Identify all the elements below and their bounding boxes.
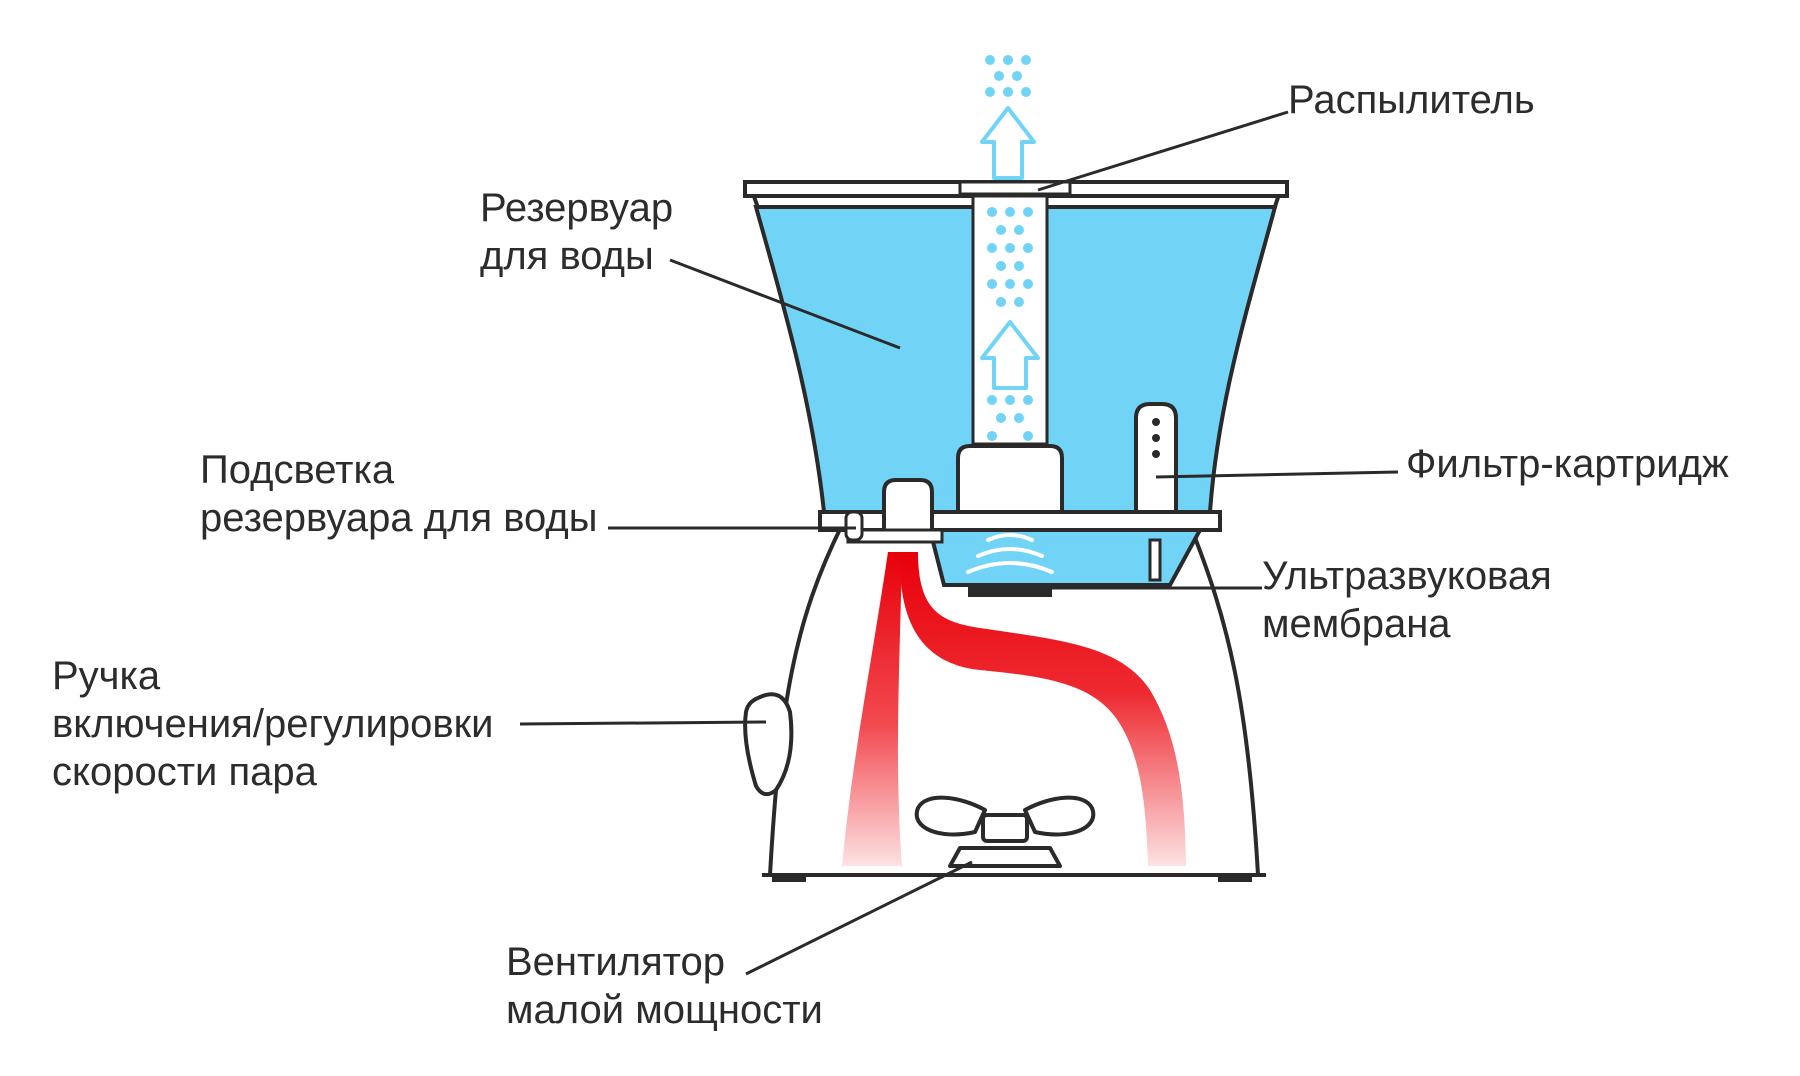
label-reservoir: Резервуар для воды (480, 186, 674, 278)
mist-arrow-lower (980, 320, 1040, 390)
label-sprayer: Распылитель (1288, 78, 1535, 122)
hot-air-right (899, 552, 1186, 866)
nebulizer-block (956, 444, 1064, 516)
hot-air-left (842, 552, 902, 866)
lower-basin (927, 528, 1204, 587)
backlight-lamp (882, 478, 934, 542)
label-knob: Ручка включения/регулировки скорости пар… (52, 654, 494, 794)
sprayer-nozzle (958, 180, 1072, 196)
label-fan: Вентилятор малой мощности (506, 940, 823, 1032)
ultrasonic-waves (966, 533, 1054, 574)
control-knob (743, 692, 794, 797)
filter-stem (1148, 538, 1162, 582)
foot-left (772, 875, 806, 882)
mist-arrow-top (980, 106, 1036, 180)
label-backlight: Подсветка резервуара для воды (200, 448, 598, 540)
backlight-led (844, 510, 864, 542)
label-membrane: Ультразвуковая мембрана (1262, 554, 1552, 646)
mist-dots (987, 207, 1033, 441)
divider-shelf (818, 510, 1222, 532)
mist-column (971, 194, 1049, 446)
mist-dots-top (985, 55, 1031, 97)
leader-lines (519, 110, 1399, 976)
fan (914, 795, 1096, 868)
label-filter: Фильтр-картридж (1406, 442, 1729, 486)
filter-dots (1152, 418, 1160, 458)
foot-right (1218, 875, 1252, 882)
